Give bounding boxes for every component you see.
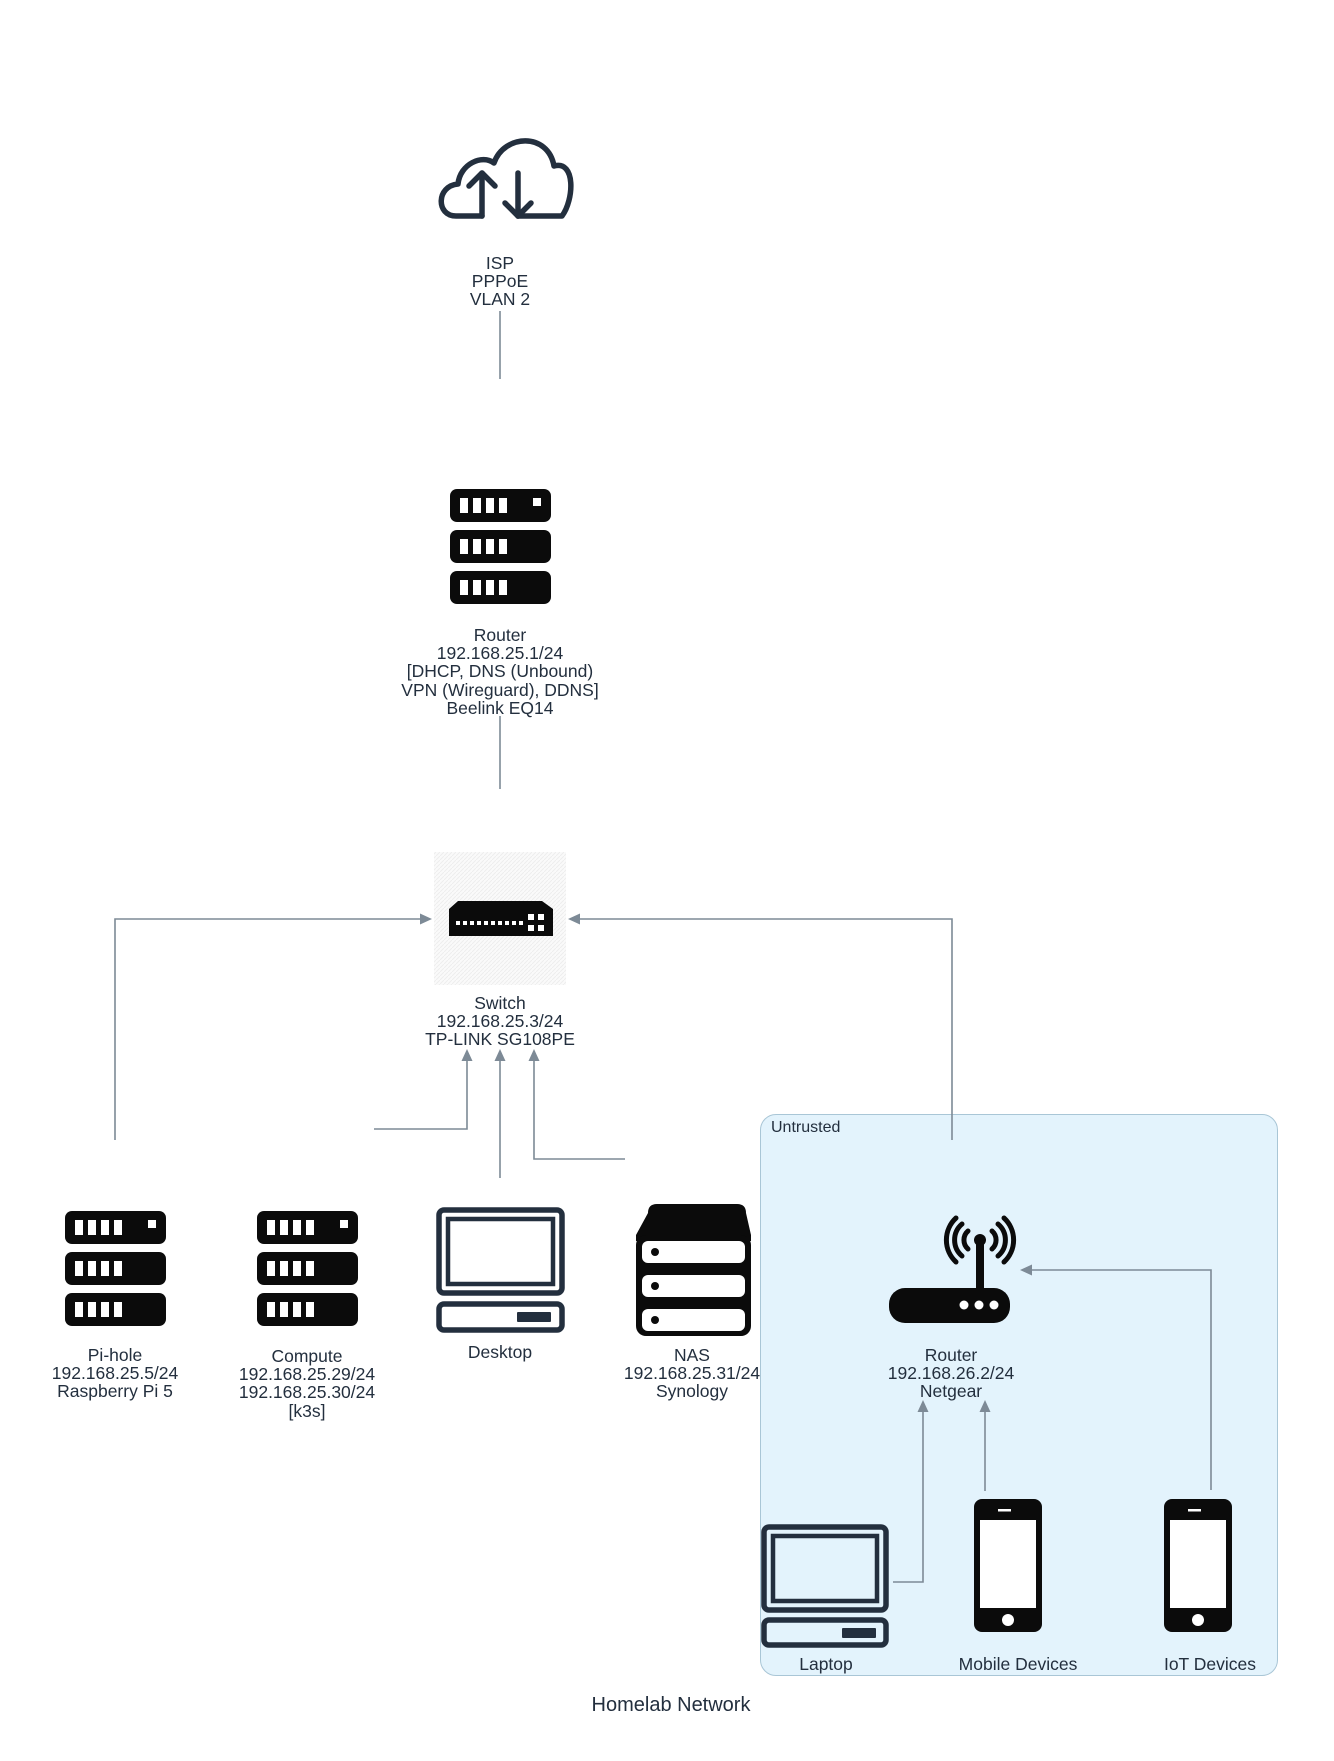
edge-laptop-guest-router <box>893 1410 924 1583</box>
main-router-label-line: Beelink EQ14 <box>446 697 554 718</box>
arrowhead-guest-router-switch <box>568 913 580 925</box>
arrowhead-compute-switch <box>461 1049 473 1061</box>
desktop-computer-icon <box>436 1207 565 1333</box>
switch-label-line: Switch <box>474 993 526 1013</box>
guest-router-label-line: 192.168.26.2/24 <box>887 1363 1015 1384</box>
nas-label-line: 192.168.25.31/24 <box>623 1363 761 1384</box>
diagram-title: Homelab Network <box>591 1694 751 1716</box>
edge-nas-switch <box>533 1059 625 1160</box>
edge-pihole-switch <box>114 918 423 1140</box>
edge-iot-guest-router <box>1030 1269 1212 1490</box>
main-router-label-line: 192.168.25.1/24 <box>436 643 564 664</box>
nas-label-line: Synology <box>656 1381 728 1402</box>
pihole-label-line: Raspberry Pi 5 <box>57 1381 173 1402</box>
compute-label-line: Compute <box>271 1346 343 1366</box>
isp-label-line: PPPoE <box>471 271 529 292</box>
guest-router-label-line: Router <box>924 1345 978 1365</box>
switch-label-line: TP-LINK SG108PE <box>425 1029 575 1050</box>
laptop-label: Laptop <box>799 1655 853 1673</box>
laptop-label-line: Laptop <box>799 1654 853 1674</box>
server-rack-icon <box>65 1211 166 1326</box>
main-router-label-line: VPN (Wireguard), DDNS] <box>401 679 599 700</box>
arrowhead-laptop-guest-router <box>917 1400 929 1412</box>
server-rack-icon <box>257 1211 358 1326</box>
desktop-label-line: Desktop <box>467 1342 533 1362</box>
arrowhead-nas-switch <box>528 1049 540 1061</box>
smartphone-icon <box>1164 1499 1232 1632</box>
network-switch-icon <box>434 852 566 985</box>
edges <box>114 311 1212 1583</box>
guest-router-label-line: Netgear <box>919 1381 983 1402</box>
edge-guest-router-switch <box>578 918 953 1140</box>
desktop-label: Desktop <box>468 1343 532 1361</box>
guest-router-label: Router 192.168.26.2/24 Netgear <box>888 1346 1015 1401</box>
main-router-label-line: [DHCP, DNS (Unbound) <box>406 661 594 682</box>
mobile-devices-label: Mobile Devices <box>959 1655 1078 1673</box>
compute-label-line: 192.168.25.29/24 <box>238 1364 376 1385</box>
isp-label: ISP PPPoE VLAN 2 <box>470 254 530 309</box>
arrowhead-mobile-guest-router <box>979 1400 991 1412</box>
nas-label: NAS 192.168.25.31/24 Synology <box>624 1346 760 1401</box>
iot-devices-label-line: IoT Devices <box>1163 1654 1257 1674</box>
switch-label-line: 192.168.25.3/24 <box>436 1011 564 1032</box>
isp-label-line: ISP <box>485 253 515 273</box>
arrowhead-iot-guest-router <box>1020 1264 1032 1276</box>
switch-label: Switch 192.168.25.3/24 TP-LINK SG108PE <box>425 994 575 1049</box>
storage-stack-icon <box>636 1204 751 1336</box>
pihole-label: Pi-hole 192.168.25.5/24 Raspberry Pi 5 <box>52 1346 179 1401</box>
smartphone-icon <box>974 1499 1042 1632</box>
compute-label: Compute 192.168.25.29/24 192.168.25.30/2… <box>239 1347 375 1420</box>
nas-label-line: NAS <box>674 1345 710 1365</box>
edge-compute-switch <box>374 1059 468 1130</box>
iot-devices-label: IoT Devices <box>1164 1655 1256 1673</box>
mobile-devices-label-line: Mobile Devices <box>958 1654 1078 1674</box>
main-router-label: Router 192.168.25.1/24 [DHCP, DNS (Unbou… <box>401 626 598 717</box>
pihole-label-line: 192.168.25.5/24 <box>51 1363 179 1384</box>
pihole-label-line: Pi-hole <box>87 1345 143 1365</box>
main-router-label-line: Router <box>473 625 527 645</box>
arrowhead-pihole-switch <box>420 913 432 925</box>
wireless-router-icon <box>889 1215 1017 1323</box>
untrusted-zone-label: Untrusted <box>771 1119 841 1136</box>
server-rack-icon <box>450 489 551 604</box>
arrowhead-desktop-switch <box>494 1049 506 1061</box>
laptop-icon <box>761 1524 889 1648</box>
isp-label-line: VLAN 2 <box>469 289 531 310</box>
compute-label-line: [k3s] <box>288 1400 326 1421</box>
compute-label-line: 192.168.25.30/24 <box>238 1382 376 1403</box>
cloud-upload-download-icon <box>438 138 574 219</box>
